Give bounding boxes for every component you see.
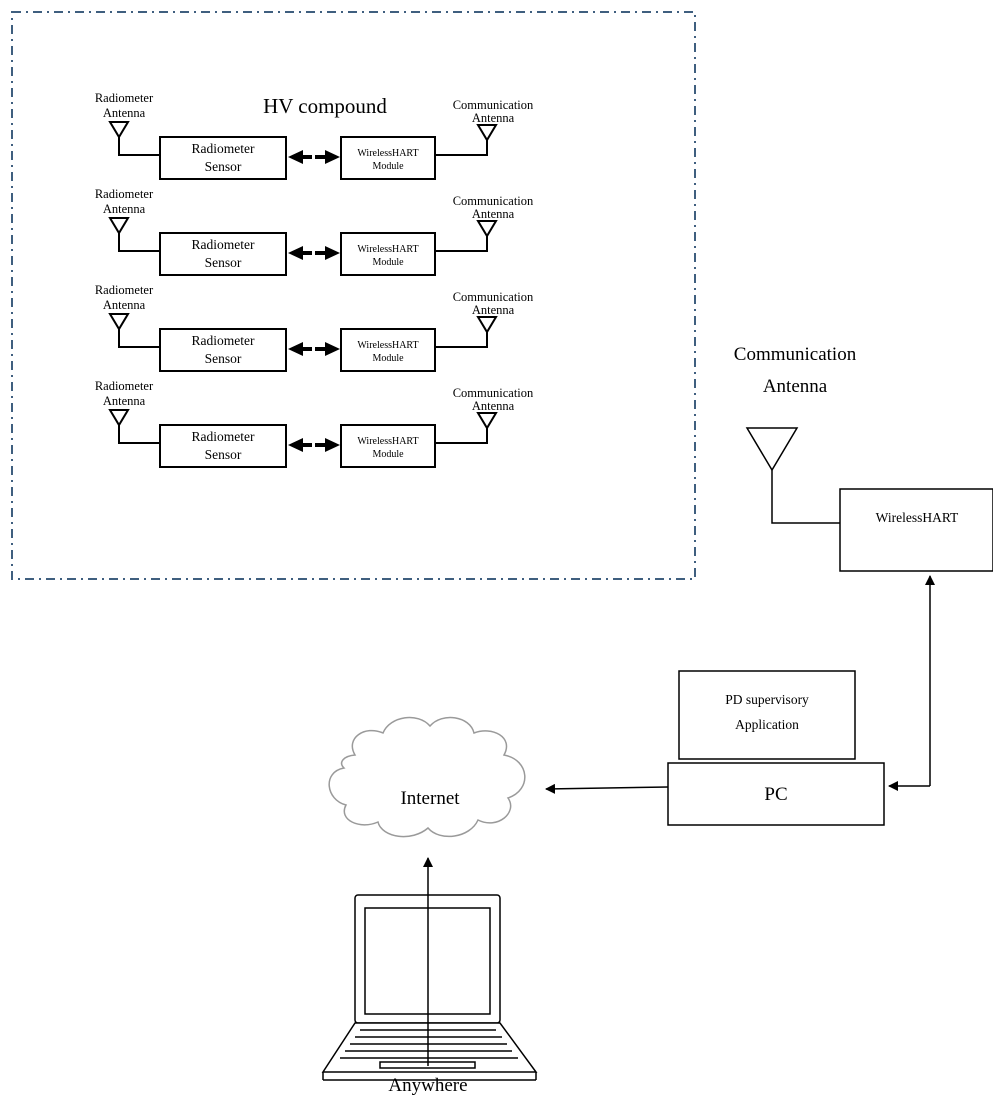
communication-antenna-icon xyxy=(435,316,498,348)
gateway-antenna-icon xyxy=(745,427,840,524)
internet-label: Internet xyxy=(400,788,460,809)
radiometer-sensor-label-line2: Sensor xyxy=(205,351,242,366)
gateway-pc-connector xyxy=(888,575,935,791)
radiometer-sensor-box xyxy=(159,328,287,372)
sensor-rows: RadiometerAntennaRadiometerSensorWireles… xyxy=(95,91,534,468)
pd-supervisory-app-line1: PD supervisory xyxy=(725,692,809,707)
internet-cloud xyxy=(328,716,526,838)
wirelesshart-module-box xyxy=(340,232,436,276)
wirelesshart-gateway-box xyxy=(839,488,993,572)
communication-antenna-label-line1: Communication xyxy=(453,290,534,304)
pc-to-internet-arrow xyxy=(545,783,669,794)
radiometer-antenna-icon xyxy=(108,313,160,348)
bidirectional-arrow xyxy=(288,150,340,164)
sensor-row: RadiometerAntennaRadiometerSensorWireles… xyxy=(95,379,534,468)
wirelesshart-module-label-line2: Module xyxy=(372,449,404,460)
hv-compound-boundary xyxy=(11,11,696,580)
radiometer-antenna-label-line1: Radiometer xyxy=(95,91,154,105)
sensor-row: RadiometerAntennaRadiometerSensorWireles… xyxy=(95,187,534,276)
wirelesshart-module-label-line1: WirelessHART xyxy=(357,244,418,255)
bidirectional-arrow xyxy=(288,438,340,452)
communication-antenna-label-line2: Antenna xyxy=(472,207,515,221)
anywhere-label: Anywhere xyxy=(388,1075,467,1095)
communication-antenna-label-line2: Antenna xyxy=(472,399,515,413)
radiometer-sensor-label-line2: Sensor xyxy=(205,447,242,462)
wirelesshart-module-box xyxy=(340,136,436,180)
pc-box xyxy=(667,762,885,826)
wirelesshart-module-label-line2: Module xyxy=(372,353,404,364)
radiometer-antenna-label-line2: Antenna xyxy=(103,394,146,408)
radiometer-antenna-icon xyxy=(108,409,160,444)
wirelesshart-module-label-line1: WirelessHART xyxy=(357,436,418,447)
radiometer-antenna-label-line2: Antenna xyxy=(103,298,146,312)
radiometer-sensor-label-line1: Radiometer xyxy=(192,429,255,444)
wirelesshart-module-label-line2: Module xyxy=(372,161,404,172)
pc-label: PC xyxy=(764,784,787,805)
wirelesshart-module-box xyxy=(340,424,436,468)
communication-antenna-icon xyxy=(435,124,498,156)
radiometer-antenna-label-line1: Radiometer xyxy=(95,379,154,393)
radiometer-sensor-box xyxy=(159,232,287,276)
communication-antenna-label-line1: Communication xyxy=(453,386,534,400)
wirelesshart-module-label-line2: Module xyxy=(372,257,404,268)
communication-antenna-label-line2: Antenna xyxy=(472,303,515,317)
bidirectional-arrow xyxy=(288,246,340,260)
radiometer-antenna-label-line1: Radiometer xyxy=(95,187,154,201)
radiometer-sensor-box xyxy=(159,424,287,468)
radiometer-antenna-icon xyxy=(108,121,160,156)
radiometer-sensor-label-line1: Radiometer xyxy=(192,237,255,252)
wirelesshart-module-box xyxy=(340,328,436,372)
wirelesshart-module-label-line1: WirelessHART xyxy=(357,340,418,351)
sensor-row: RadiometerAntennaRadiometerSensorWireles… xyxy=(95,283,534,372)
communication-antenna-icon xyxy=(435,220,498,252)
pd-supervisory-app-line2: Application xyxy=(735,717,799,732)
communication-antenna-label-line2: Antenna xyxy=(472,111,515,125)
gateway-antenna-label-line2: Antenna xyxy=(763,376,828,397)
radiometer-antenna-label-line2: Antenna xyxy=(103,106,146,120)
radiometer-sensor-label-line1: Radiometer xyxy=(192,141,255,156)
wirelesshart-module-label-line1: WirelessHART xyxy=(357,148,418,159)
wirelesshart-gateway-label: WirelessHART xyxy=(876,510,959,525)
communication-antenna-label-line1: Communication xyxy=(453,194,534,208)
radiometer-antenna-label-line1: Radiometer xyxy=(95,283,154,297)
bidirectional-arrow xyxy=(288,342,340,356)
radiometer-sensor-label-line2: Sensor xyxy=(205,255,242,270)
radiometer-sensor-label-line2: Sensor xyxy=(205,159,242,174)
communication-antenna-icon xyxy=(435,412,498,444)
pd-supervisory-app-box xyxy=(678,670,856,760)
laptop-icon xyxy=(321,894,538,1081)
hv-compound-title: HV compound xyxy=(263,94,387,118)
radiometer-antenna-label-line2: Antenna xyxy=(103,202,146,216)
radiometer-sensor-label-line1: Radiometer xyxy=(192,333,255,348)
radiometer-sensor-box xyxy=(159,136,287,180)
communication-antenna-label-line1: Communication xyxy=(453,98,534,112)
sensor-row: RadiometerAntennaRadiometerSensorWireles… xyxy=(95,91,534,180)
gateway-antenna-label-line1: Communication xyxy=(734,344,857,365)
radiometer-antenna-icon xyxy=(108,217,160,252)
